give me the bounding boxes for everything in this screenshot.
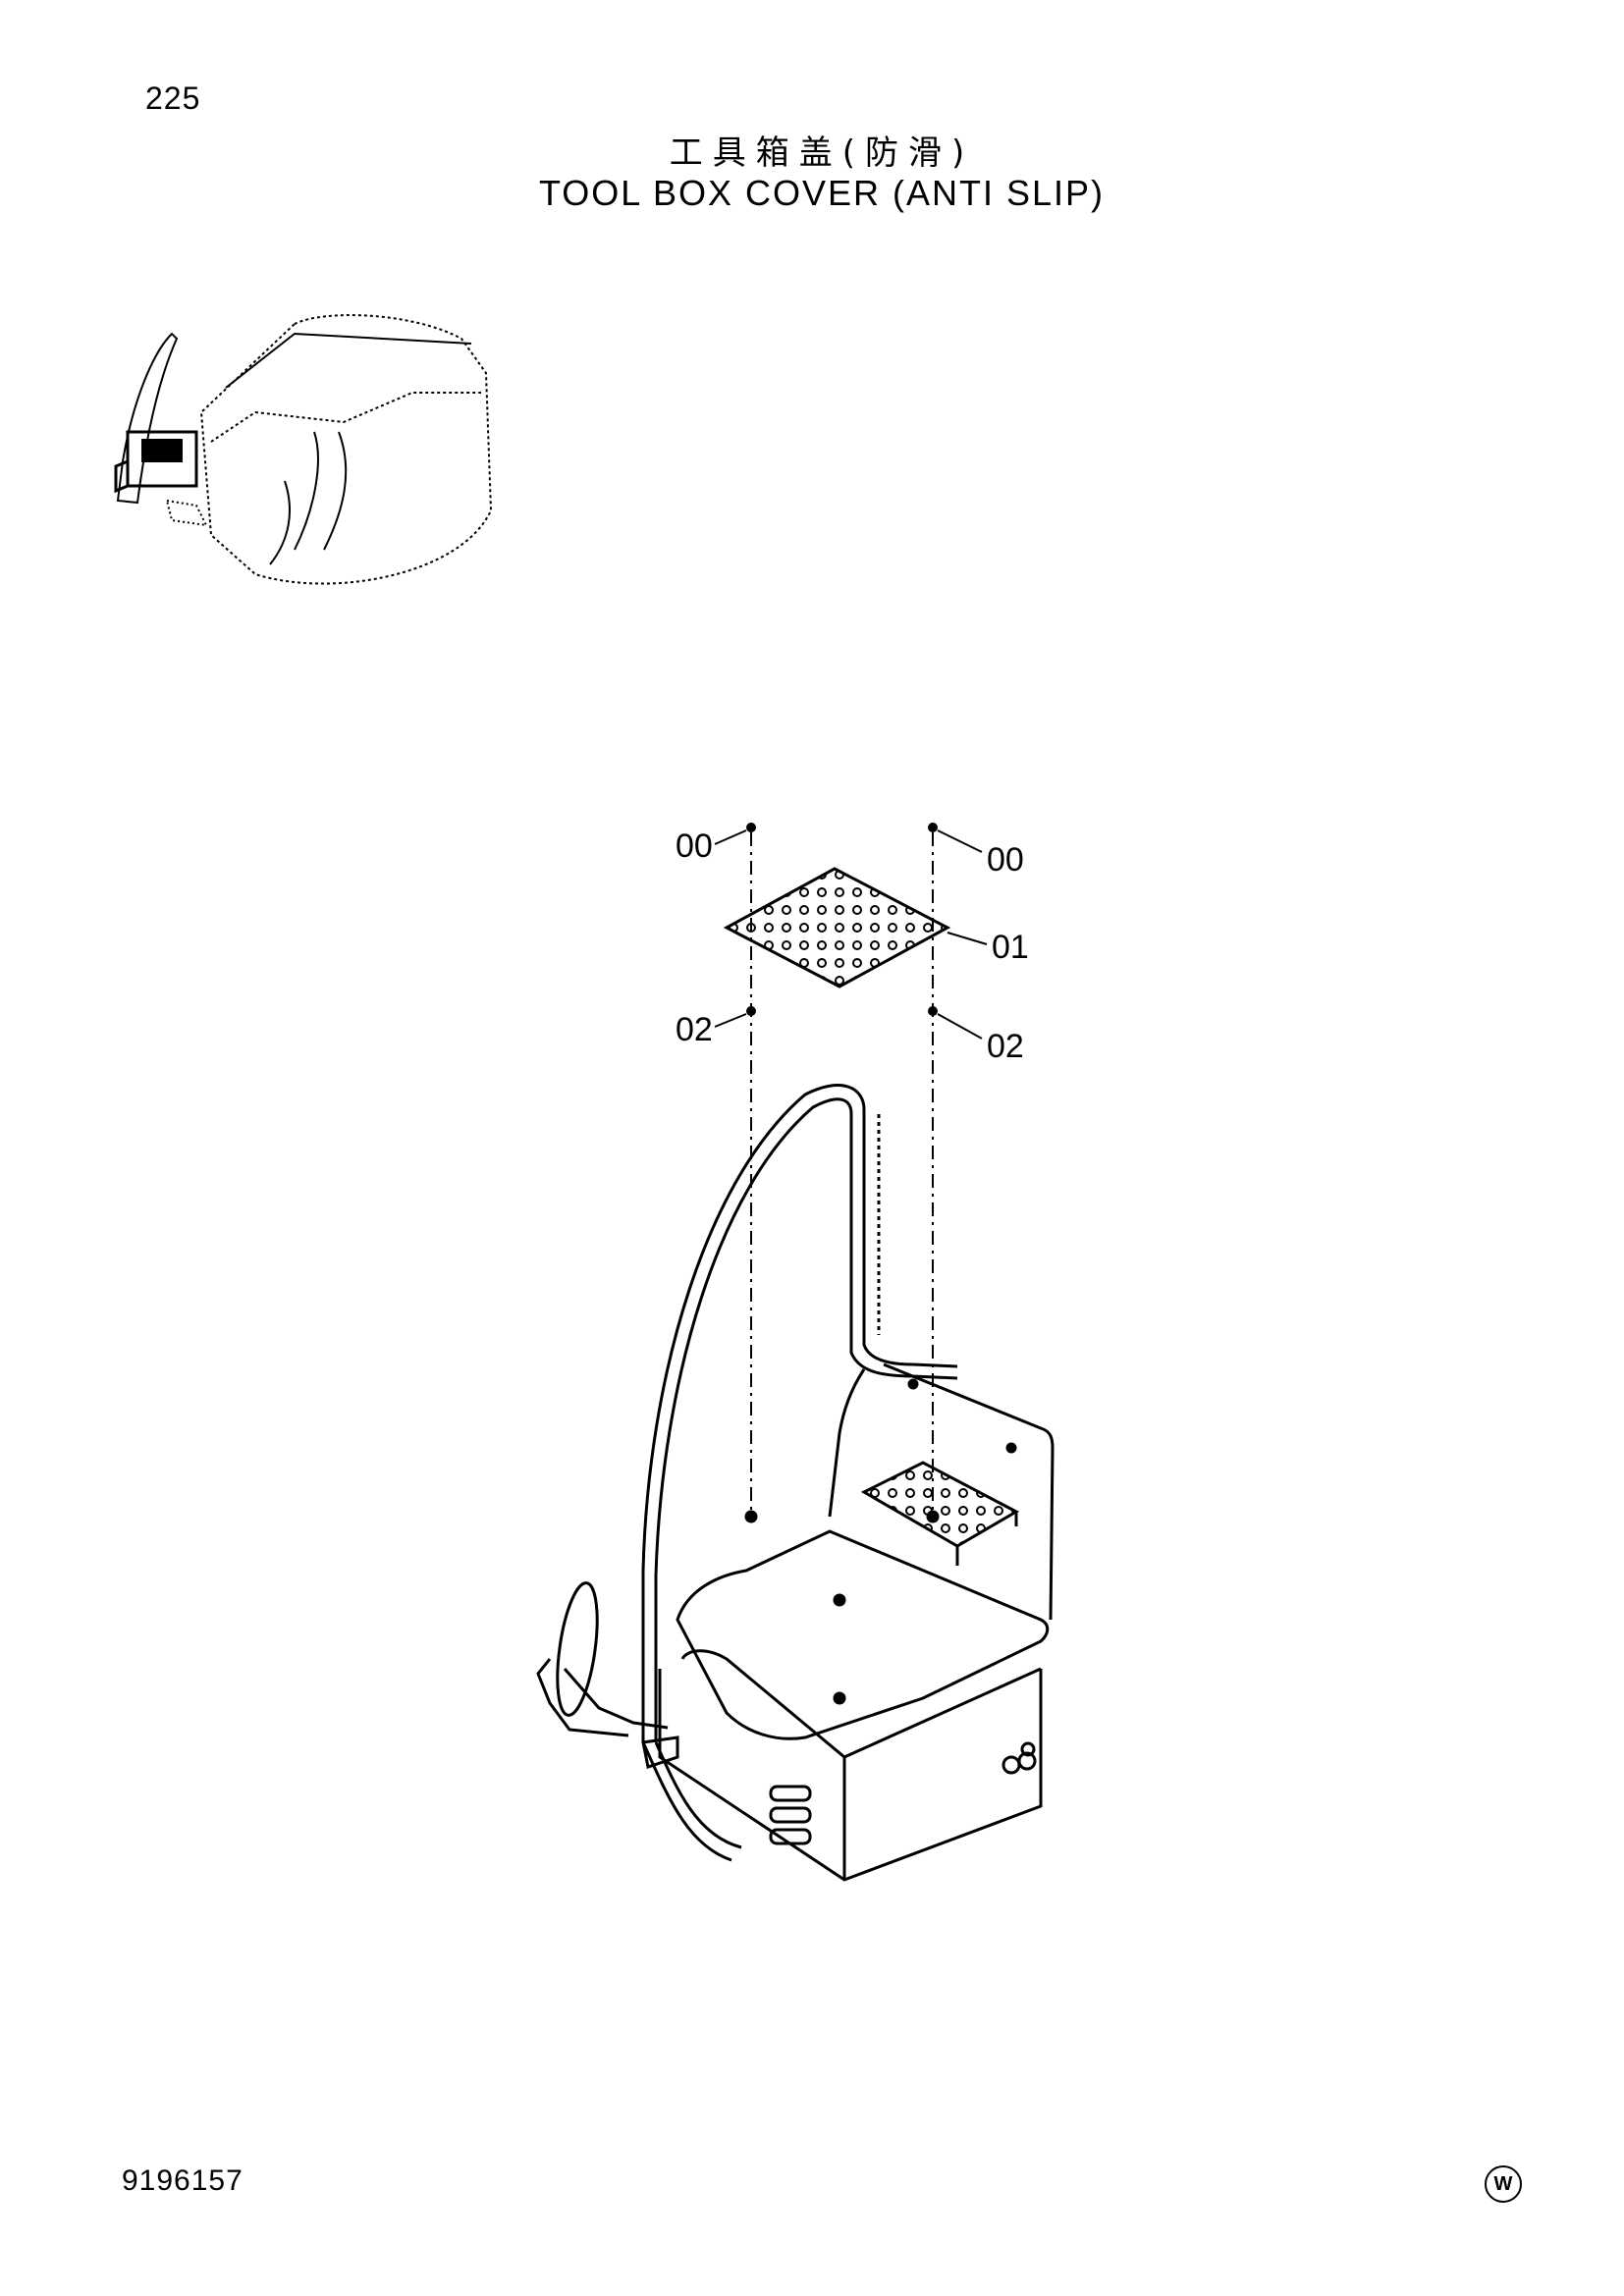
bolt-00-right <box>928 823 938 832</box>
callout-02-right: 02 <box>987 1028 1024 1065</box>
page-number: 225 <box>145 80 201 116</box>
document-number: 9196157 <box>122 2164 244 2197</box>
leader-lines <box>714 829 988 1040</box>
maker-mark: W <box>1485 2165 1522 2203</box>
tool-box <box>536 1084 1055 1882</box>
callout-00-left: 00 <box>676 828 713 865</box>
title-chinese: 工具箱盖(防滑) <box>669 133 975 173</box>
assembly-lines <box>750 832 934 1517</box>
callout-01: 01 <box>992 929 1029 966</box>
callout-00-right: 00 <box>987 841 1024 879</box>
title-english: TOOL BOX COVER (ANTI SLIP) <box>538 173 1106 213</box>
anti-slip-plate <box>723 867 951 988</box>
bolt-00-left <box>746 823 756 832</box>
overview-thumbnail <box>114 314 493 585</box>
callout-02-left: 02 <box>676 1011 713 1048</box>
